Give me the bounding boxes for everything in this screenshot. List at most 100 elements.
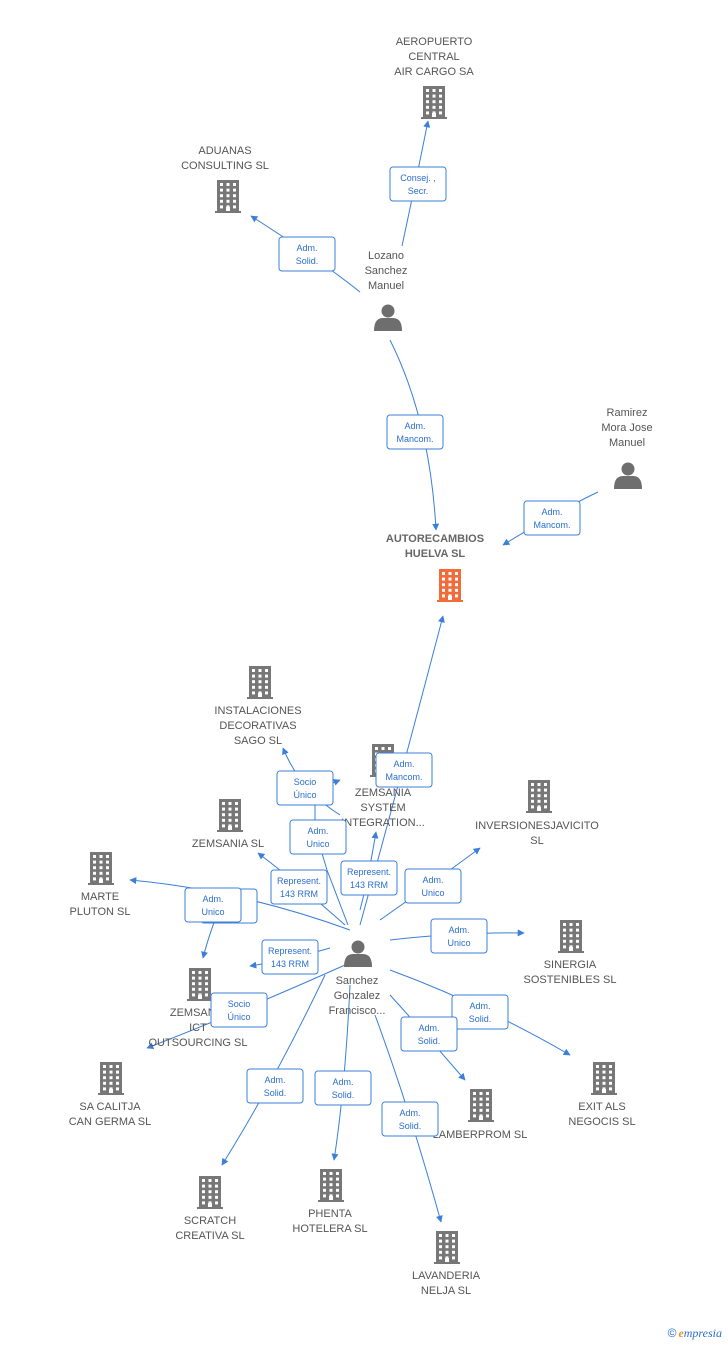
edge-role-text: Adm. Unico	[447, 925, 470, 948]
edge-label-sanchez-autorecambios[interactable]: Adm. Mancom.	[375, 752, 433, 788]
person-label-sanchez-line: Sanchez	[336, 975, 379, 987]
edge-role-line: Consej. ,	[400, 173, 436, 183]
edge-label-sanchez-phenta[interactable]: Adm. Solid.	[314, 1070, 372, 1106]
building-icon[interactable]	[421, 86, 447, 119]
building-icon[interactable]	[591, 1062, 617, 1095]
company-label-marte-line: PLUTON SL	[70, 906, 131, 918]
edge-role-line: 143 RRM	[350, 880, 388, 890]
company-label-zemsania_ict-line: ICT	[189, 1022, 207, 1034]
company-label-sinergia-line: SINERGIA	[544, 959, 597, 971]
edge-role-line: Secr.	[408, 186, 429, 196]
building-icon[interactable]	[437, 569, 463, 602]
edge-role-line: Adm.	[404, 421, 425, 431]
edge-role-text: Adm. Solid.	[332, 1077, 355, 1100]
building-icon[interactable]	[187, 968, 213, 1001]
company-label-instalaciones-line: DECORATIVAS	[219, 720, 296, 732]
edge-role-text: Adm.Solid.	[399, 1108, 422, 1131]
company-label-zemsania_ict-line: OUTSOURCING SL	[148, 1037, 247, 1049]
edge-label-sanchez-zemsania_system[interactable]: Adm.Unico	[289, 819, 347, 855]
edge-label-sanchez-zemsania_ict[interactable]: Represent.143 RRM	[261, 939, 319, 975]
edge-role-line: Represent.	[347, 867, 391, 877]
edge-label-sanchez-lavanderia[interactable]: Adm.Solid.	[381, 1101, 439, 1137]
building-icon[interactable]	[526, 780, 552, 813]
edge-label-lozano-autorecambios[interactable]: Adm. Mancom.	[386, 414, 444, 450]
edge-role-line: Adm.	[264, 1075, 285, 1085]
company-label-aduanas-line: CONSULTING SL	[181, 160, 269, 172]
company-label-phenta-line: PHENTA	[308, 1208, 352, 1220]
company-label-phenta: PHENTA HOTELERA SL	[292, 1208, 367, 1235]
company-label-zemsania-line: ZEMSANIA SL	[192, 838, 264, 850]
edge-role-line: Adm.	[393, 759, 414, 769]
edge-role-line: Solid.	[332, 1090, 355, 1100]
person-label-ramirez-line: Manuel	[609, 437, 645, 449]
edge-role-line: Unico	[447, 938, 470, 948]
edge-label-ramirez-autorecambios[interactable]: Adm.Mancom.	[523, 500, 581, 536]
footer-brand[interactable]: ©empresia	[668, 1326, 722, 1341]
person-icon[interactable]	[344, 940, 372, 968]
edge-label-sanchez-sinergia[interactable]: Adm. Unico	[430, 918, 488, 954]
edge-role-line: Solid.	[418, 1036, 441, 1046]
edge-label-lozano-aeropuerto[interactable]: Consej. , Secr.	[389, 166, 447, 202]
building-icon[interactable]	[88, 852, 114, 885]
building-icon[interactable]	[197, 1176, 223, 1209]
edge-role-text: Represent.143 RRM	[277, 876, 321, 899]
person-label-lozano-line: Lozano	[368, 250, 404, 262]
person-label-sanchez-line: Gonzalez	[334, 990, 380, 1002]
company-label-sa_calitja-line: CAN GERMA SL	[69, 1116, 152, 1128]
edge-role-line: Mancom.	[385, 772, 422, 782]
edge-role-text: Adm.Solid.	[418, 1023, 441, 1046]
company-label-phenta-line: HOTELERA SL	[292, 1223, 367, 1235]
person-label-sanchez-line: Francisco...	[329, 1005, 386, 1017]
company-label-aeropuerto-line: CENTRAL	[408, 51, 459, 63]
building-icon[interactable]	[558, 920, 584, 953]
edge-role-line: Único	[293, 790, 316, 800]
edge-label-sanchez-zemsania_ict[interactable]: Adm.Unico	[184, 887, 242, 923]
edge-role-line: Adm.	[332, 1077, 353, 1087]
edge-label-sanchez-exit_als[interactable]: Adm.Solid.	[451, 994, 509, 1030]
edge-role-text: Adm. Mancom.	[385, 759, 422, 782]
edge-role-line: Mancom.	[396, 434, 433, 444]
edge-role-line: 143 RRM	[271, 959, 309, 969]
person-label-ramirez-line: Mora Jose	[601, 422, 652, 434]
edge-label-lozano-aduanas[interactable]: Adm.Solid.	[278, 236, 336, 272]
edge-role-text: Consej. , Secr.	[400, 173, 436, 196]
edge-label-sanchez-scratch[interactable]: Adm.Solid.	[246, 1068, 304, 1104]
edges-layer	[129, 120, 599, 1223]
building-icon[interactable]	[217, 799, 243, 832]
company-label-exit_als-line: NEGOCIS SL	[568, 1116, 635, 1128]
edge-label-sanchez-inversiones[interactable]: Adm.Unico	[404, 868, 462, 904]
edge-role-line: Adm.	[541, 507, 562, 517]
edge-label-sanchez-zemsania_system[interactable]: Represent. 143 RRM	[340, 860, 398, 896]
edge-label-sanchez-zemsania[interactable]: Represent.143 RRM	[270, 869, 328, 905]
company-label-sinergia-line: SOSTENIBLES SL	[524, 974, 617, 986]
building-icon[interactable]	[318, 1169, 344, 1202]
edge-label-sanchez-lamberprom[interactable]: Adm.Solid.	[400, 1016, 458, 1052]
person-icon[interactable]	[374, 304, 402, 332]
building-icon[interactable]	[468, 1089, 494, 1122]
edge-role-text: Represent. 143 RRM	[347, 867, 391, 890]
edge-role-line: Adm.	[448, 925, 469, 935]
company-label-aduanas-line: ADUANAS	[198, 145, 251, 157]
building-icon[interactable]	[434, 1231, 460, 1264]
company-label-autorecambios-line: AUTORECAMBIOS	[386, 533, 484, 545]
building-icon[interactable]	[247, 666, 273, 699]
person-label-ramirez-line: Ramirez	[607, 407, 648, 419]
edge-role-line: Unico	[201, 907, 224, 917]
edge-role-line: 143 RRM	[280, 889, 318, 899]
edge-role-line: Unico	[306, 839, 329, 849]
building-icon[interactable]	[98, 1062, 124, 1095]
company-label-lamberprom: LAMBERPROM SL	[433, 1129, 528, 1141]
person-icon[interactable]	[614, 462, 642, 490]
building-icon[interactable]	[215, 180, 241, 213]
